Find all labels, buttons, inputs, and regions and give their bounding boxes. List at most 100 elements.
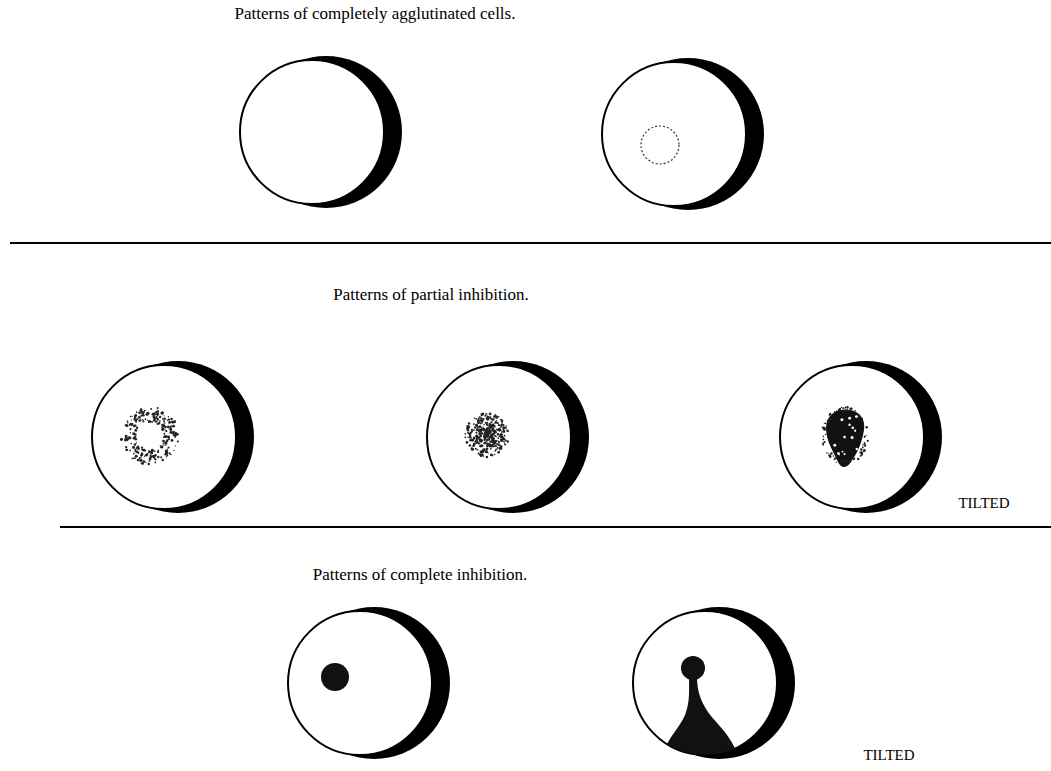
cell-speck [833,412,835,414]
cell-speck [476,428,479,431]
cell-speck [847,460,849,462]
cell-speck [484,438,487,441]
cell-speck [483,434,484,435]
cell-speck [126,449,127,450]
tilted-note: TILTED [863,746,914,764]
cell-speck [164,426,167,429]
cell-speck [495,440,497,442]
cell-speck [469,435,471,437]
cell-speck [834,457,836,459]
cell-speck [141,452,143,454]
cell-speck [152,413,155,416]
cell-speck [479,426,481,428]
cell-speck [485,434,487,436]
cell-speck [132,446,135,449]
cell-speck [845,406,847,408]
cell-speck [469,444,472,447]
cell-speck [143,411,145,413]
cell-speck [157,418,159,420]
cell-speck [485,447,488,450]
cell-speck [481,451,483,453]
cell-speck [168,436,170,438]
cell-speck [165,429,166,430]
cell-speck [125,435,127,437]
cell-speck [140,408,143,411]
cell-speck [163,415,164,416]
cell-speck [175,435,177,437]
cell-speck [836,462,837,463]
cell-speck [161,412,164,415]
cell-speck [131,416,132,417]
cell-speck [172,425,175,428]
cell-speck [474,427,476,429]
cell-speck [843,453,845,455]
cell-speck [158,422,160,424]
cell-speck [494,440,495,441]
cell-speck [474,418,476,420]
cell-speck [139,457,141,459]
cell-speck [161,424,163,426]
cell-speck [502,430,505,433]
cell-speck [466,428,468,430]
cell-speck [842,411,843,412]
cell-speck [168,447,170,449]
cell-speck [162,428,164,430]
cell-speck [862,444,864,446]
cell-speck [846,409,848,411]
cell-speck [160,456,162,458]
cell-speck [144,410,146,412]
cell-speck [504,444,506,446]
cell-speck [494,445,496,447]
cell-speck [169,426,171,428]
cell-speck [160,445,161,446]
cell-speck [475,448,477,450]
cell-speck [490,453,493,456]
cell-speck [479,434,481,436]
cell-speck [495,431,496,432]
cell-speck [836,410,838,412]
cell-speck [129,437,132,440]
cell-speck [171,439,174,442]
cell-speck [494,443,496,445]
cell-speck [146,453,148,455]
cell-speck [154,417,156,419]
cell-speck [153,419,155,421]
cell-speck [846,406,848,408]
cell-speck [486,451,488,453]
cell-speck [130,423,133,426]
cell-speck [171,421,174,424]
section-heading: Patterns of completely agglutinated cell… [235,4,516,24]
cell-speck [477,435,478,436]
cell-speck [177,440,179,442]
cell-speck [472,439,474,441]
cell-speck [478,442,480,444]
cell-speck [467,426,470,429]
cell-speck [843,436,846,439]
cell-speck [498,441,500,443]
cell-speck [495,445,497,447]
cell-speck [481,433,483,435]
cell-speck [167,449,168,450]
cell-speck [485,451,488,454]
cell-speck [844,460,846,462]
cell-speck [490,435,493,438]
cell-speck [138,448,140,450]
cell-speck [148,420,150,422]
cell-speck [469,433,472,436]
cell-speck [135,455,138,458]
cell-speck [142,420,144,422]
cell-speck [501,419,504,422]
cell-speck [480,413,483,416]
cell-speck [482,412,485,415]
cell-speck [851,436,854,439]
cell-speck [491,418,493,420]
cell-speck [474,427,476,429]
cell-speck [167,425,169,427]
cell-speck [471,439,474,442]
cell-speck [168,438,170,440]
cell-speck [138,419,140,421]
cell-speck [491,441,494,444]
cell-speck [136,427,138,429]
cell-speck [489,416,492,419]
cell-speck [824,441,826,443]
